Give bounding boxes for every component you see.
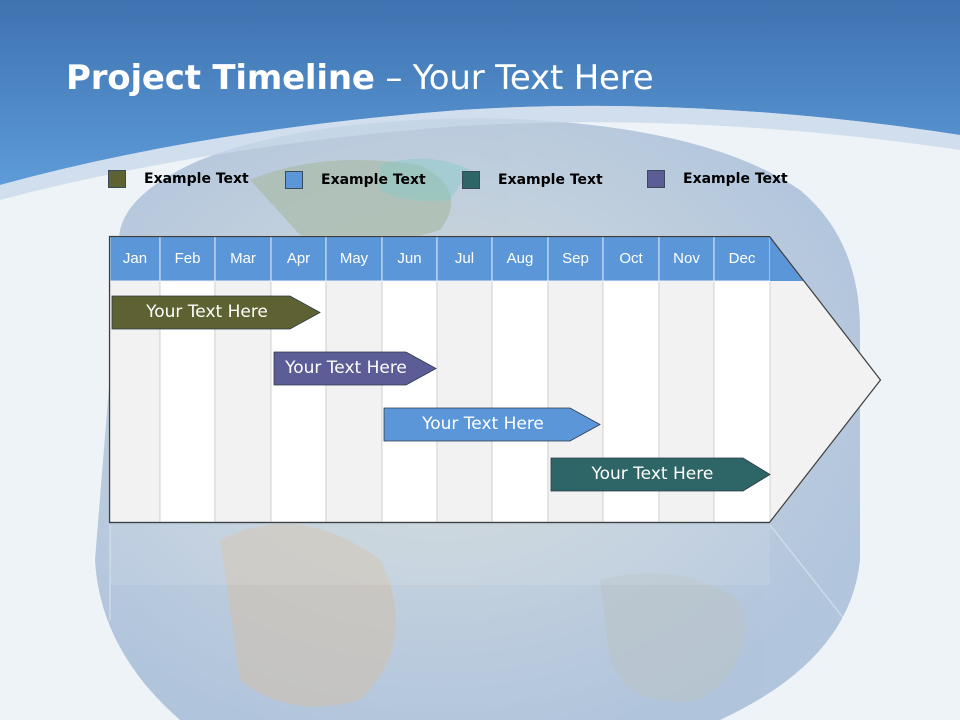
title-rest: – Your Text Here (374, 58, 654, 98)
legend-label: Example Text (321, 172, 426, 188)
title-banner (0, 0, 960, 185)
month-label: Jul (454, 250, 475, 267)
legend-label: Example Text (498, 172, 603, 188)
task-arrow (383, 407, 601, 442)
task-arrow (111, 295, 321, 330)
task-arrow (550, 457, 771, 492)
task-label: Your Text Here (591, 464, 714, 484)
month-header-cell (381, 235, 438, 282)
month-header-cell (270, 235, 327, 282)
legend-swatch (647, 170, 665, 188)
month-column (491, 280, 549, 523)
month-label: Jan (122, 250, 148, 267)
month-label: Nov (673, 250, 700, 267)
task-label: Your Text Here (146, 302, 268, 322)
legend-item: Example Text (462, 171, 603, 189)
legend-item: Example Text (285, 171, 426, 189)
legend-item: Example Text (108, 170, 249, 188)
month-label: Aug (506, 250, 534, 267)
month-column (325, 280, 383, 523)
month-label: Apr (286, 250, 311, 267)
month-label: Oct (619, 250, 643, 267)
legend-label: Example Text (144, 171, 249, 187)
legend-label: Example Text (683, 171, 788, 187)
month-header-cell (713, 235, 771, 282)
month-label: May (339, 250, 369, 267)
legend-item: Example Text (647, 170, 788, 188)
month-header-cell (436, 235, 493, 282)
task-label: Your Text Here (422, 414, 544, 434)
month-label: Feb (174, 250, 201, 267)
legend-swatch (285, 171, 303, 189)
month-header-cell (658, 235, 715, 282)
month-label: Jun (397, 250, 422, 267)
task-label: Your Text Here (285, 358, 407, 378)
month-label: Sep (562, 250, 589, 267)
timeline-reflection (109, 524, 846, 621)
legend-swatch (462, 171, 480, 189)
month-header-cell (602, 235, 660, 282)
month-header-cell (325, 235, 383, 282)
slide-title: Project Timeline – Your Text Here (66, 58, 654, 98)
title-bold: Project Timeline (66, 58, 375, 98)
timeline-frame (108, 235, 882, 524)
legend-swatch (108, 170, 126, 188)
month-header-cell (547, 235, 604, 282)
month-label: Mar (230, 250, 256, 267)
month-header-cell (491, 235, 549, 282)
month-column (381, 280, 438, 523)
task-arrow (273, 351, 437, 386)
month-label: Dec (728, 250, 756, 267)
month-column (436, 280, 493, 523)
